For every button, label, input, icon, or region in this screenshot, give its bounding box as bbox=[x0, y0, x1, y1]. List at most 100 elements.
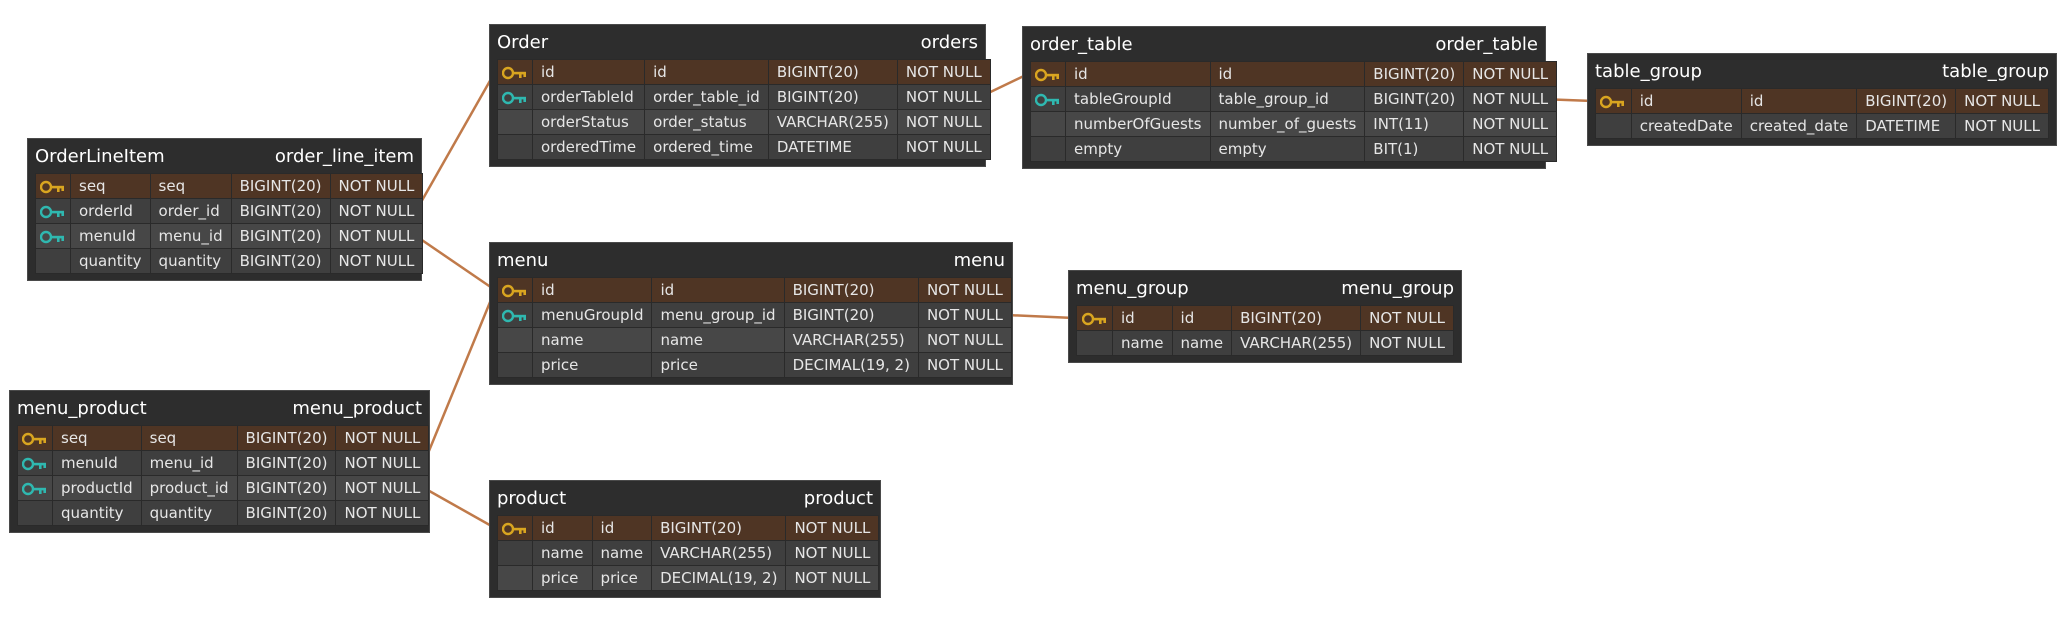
column-name: name bbox=[591, 540, 653, 566]
field-name: seq bbox=[70, 173, 151, 199]
column-name: created_date bbox=[1740, 113, 1858, 139]
column-type: BIGINT(20) bbox=[236, 500, 337, 526]
field-name: orderStatus bbox=[531, 109, 646, 135]
table-name: menu_product bbox=[292, 397, 422, 419]
column-type: BIGINT(20) bbox=[1231, 305, 1362, 331]
no-key-cell bbox=[1030, 136, 1066, 162]
foreign-key-icon bbox=[17, 450, 53, 476]
field-name: menuId bbox=[70, 223, 151, 249]
null-constraint: NOT NULL bbox=[335, 450, 430, 476]
column-type: BIGINT(20) bbox=[783, 277, 919, 303]
column-name: id bbox=[1209, 61, 1366, 87]
null-constraint: NOT NULL bbox=[1463, 136, 1558, 162]
column-name: order_table_id bbox=[644, 84, 769, 110]
foreign-key-icon bbox=[497, 302, 533, 328]
field-name: seq bbox=[52, 425, 142, 451]
null-constraint: NOT NULL bbox=[917, 277, 1012, 303]
null-constraint: NOT NULL bbox=[896, 134, 991, 160]
column-type: BIGINT(20) bbox=[767, 59, 898, 85]
column-type: BIGINT(20) bbox=[1856, 88, 1957, 114]
field-name: orderedTime bbox=[531, 134, 646, 160]
primary-key-icon bbox=[35, 173, 71, 199]
field-name: numberOfGuests bbox=[1065, 111, 1211, 137]
null-constraint: NOT NULL bbox=[1360, 305, 1454, 331]
column-type: BIGINT(20) bbox=[230, 248, 331, 274]
null-constraint: NOT NULL bbox=[1955, 113, 2049, 139]
null-constraint: NOT NULL bbox=[917, 302, 1012, 328]
foreign-key-icon bbox=[35, 198, 71, 224]
field-name: name bbox=[1112, 330, 1173, 356]
field-name: quantity bbox=[52, 500, 142, 526]
column-type: VARCHAR(255) bbox=[1231, 330, 1362, 356]
foreign-key-icon bbox=[17, 475, 53, 501]
field-name: name bbox=[532, 540, 593, 566]
entity-name: order_table bbox=[1030, 33, 1133, 55]
column-type: DATETIME bbox=[767, 134, 898, 160]
column-type: BIT(1) bbox=[1364, 136, 1465, 162]
field-name: menuId bbox=[52, 450, 142, 476]
primary-key-icon bbox=[1595, 88, 1632, 114]
primary-key-icon bbox=[497, 515, 533, 541]
field-name: orderTableId bbox=[531, 84, 646, 110]
table-header[interactable]: order_table order_table bbox=[1030, 27, 1538, 61]
column-name: ordered_time bbox=[644, 134, 769, 160]
foreign-key-icon bbox=[1030, 86, 1066, 112]
null-constraint: NOT NULL bbox=[917, 352, 1012, 378]
column-type: BIGINT(20) bbox=[1364, 61, 1465, 87]
no-key-cell bbox=[497, 109, 533, 135]
foreign-key-icon bbox=[35, 223, 71, 249]
primary-key-icon bbox=[497, 277, 533, 303]
entity-name: OrderLineItem bbox=[35, 145, 165, 167]
column-name: seq bbox=[149, 173, 232, 199]
table-name: order_table bbox=[1435, 33, 1538, 55]
relation-line bbox=[1006, 313, 1075, 320]
